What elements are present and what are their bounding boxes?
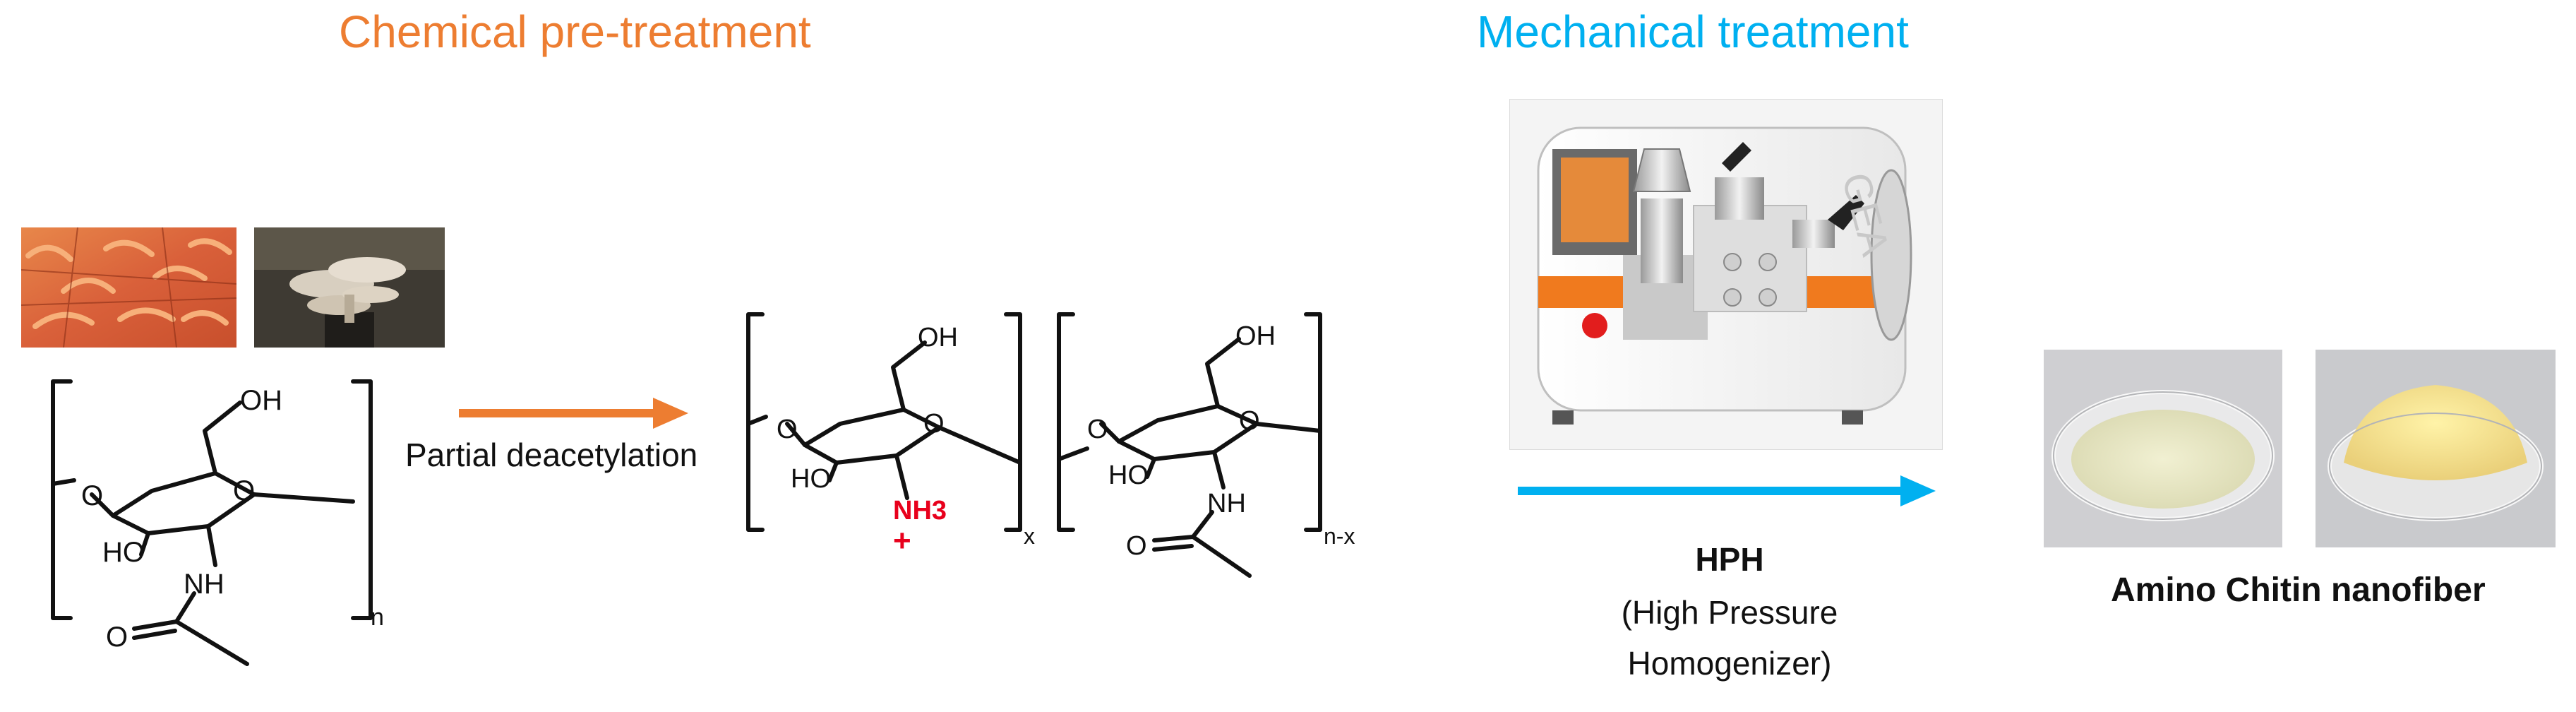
unit2-subscript: n-x [1324, 523, 1355, 549]
unit2-ho: HO [1108, 461, 1149, 490]
mechanical-treatment-title: Mechanical treatment [1477, 6, 1909, 57]
chitin-nh: NH [184, 569, 224, 600]
chitin-unit: O O OH HO NH O n-x [1057, 312, 1355, 578]
unit1-o-ring: O [923, 409, 945, 439]
chitin-ho: HO [102, 537, 145, 568]
chitosan-unit: O O OH HO NH3 + x [746, 312, 1035, 558]
chitin-oh-top: OH [240, 385, 282, 416]
mushroom-photo [254, 227, 445, 348]
chemical-pretreatment-title: Chemical pre-treatment [339, 6, 811, 57]
unit1-subscript: x [1024, 523, 1035, 549]
unit1-oh-top: OH [918, 323, 958, 352]
unit2-o-carbonyl: O [1126, 531, 1147, 561]
unit2-o-ring: O [1239, 406, 1260, 436]
hph-title: HPH [1695, 541, 1764, 578]
unit2-nh: NH [1207, 489, 1246, 518]
chitin-subscript: n [371, 604, 384, 631]
nanofiber-dish-photo-2 [2316, 350, 2556, 547]
chitin-structure: O O OH HO NH O n [51, 379, 384, 666]
chitin-o-carbonyl: O [106, 622, 128, 653]
deacetylation-label: Partial deacetylation [405, 437, 698, 473]
chitin-o-link: O [81, 480, 103, 511]
deacetylation-arrow [459, 398, 688, 429]
unit1-nh3: NH3 [893, 496, 947, 526]
homogenizer-photo: GEA [1509, 99, 1943, 450]
nanofiber-dish-photo-1 [2044, 350, 2282, 547]
unit1-o-link: O [777, 415, 798, 444]
chitin-o-ring: O [233, 475, 255, 506]
unit2-o-link: O [1087, 415, 1108, 444]
unit2-oh-top: OH [1235, 321, 1276, 351]
result-label: Amino Chitin nanofiber [2111, 571, 2486, 609]
unit1-charge: + [893, 523, 911, 558]
shrimp-photo [20, 227, 237, 348]
hph-line1: (High Pressure [1621, 594, 1838, 631]
hph-line2: Homogenizer) [1627, 645, 1832, 682]
mechanical-arrow [1518, 475, 1936, 506]
unit1-ho: HO [791, 464, 831, 494]
